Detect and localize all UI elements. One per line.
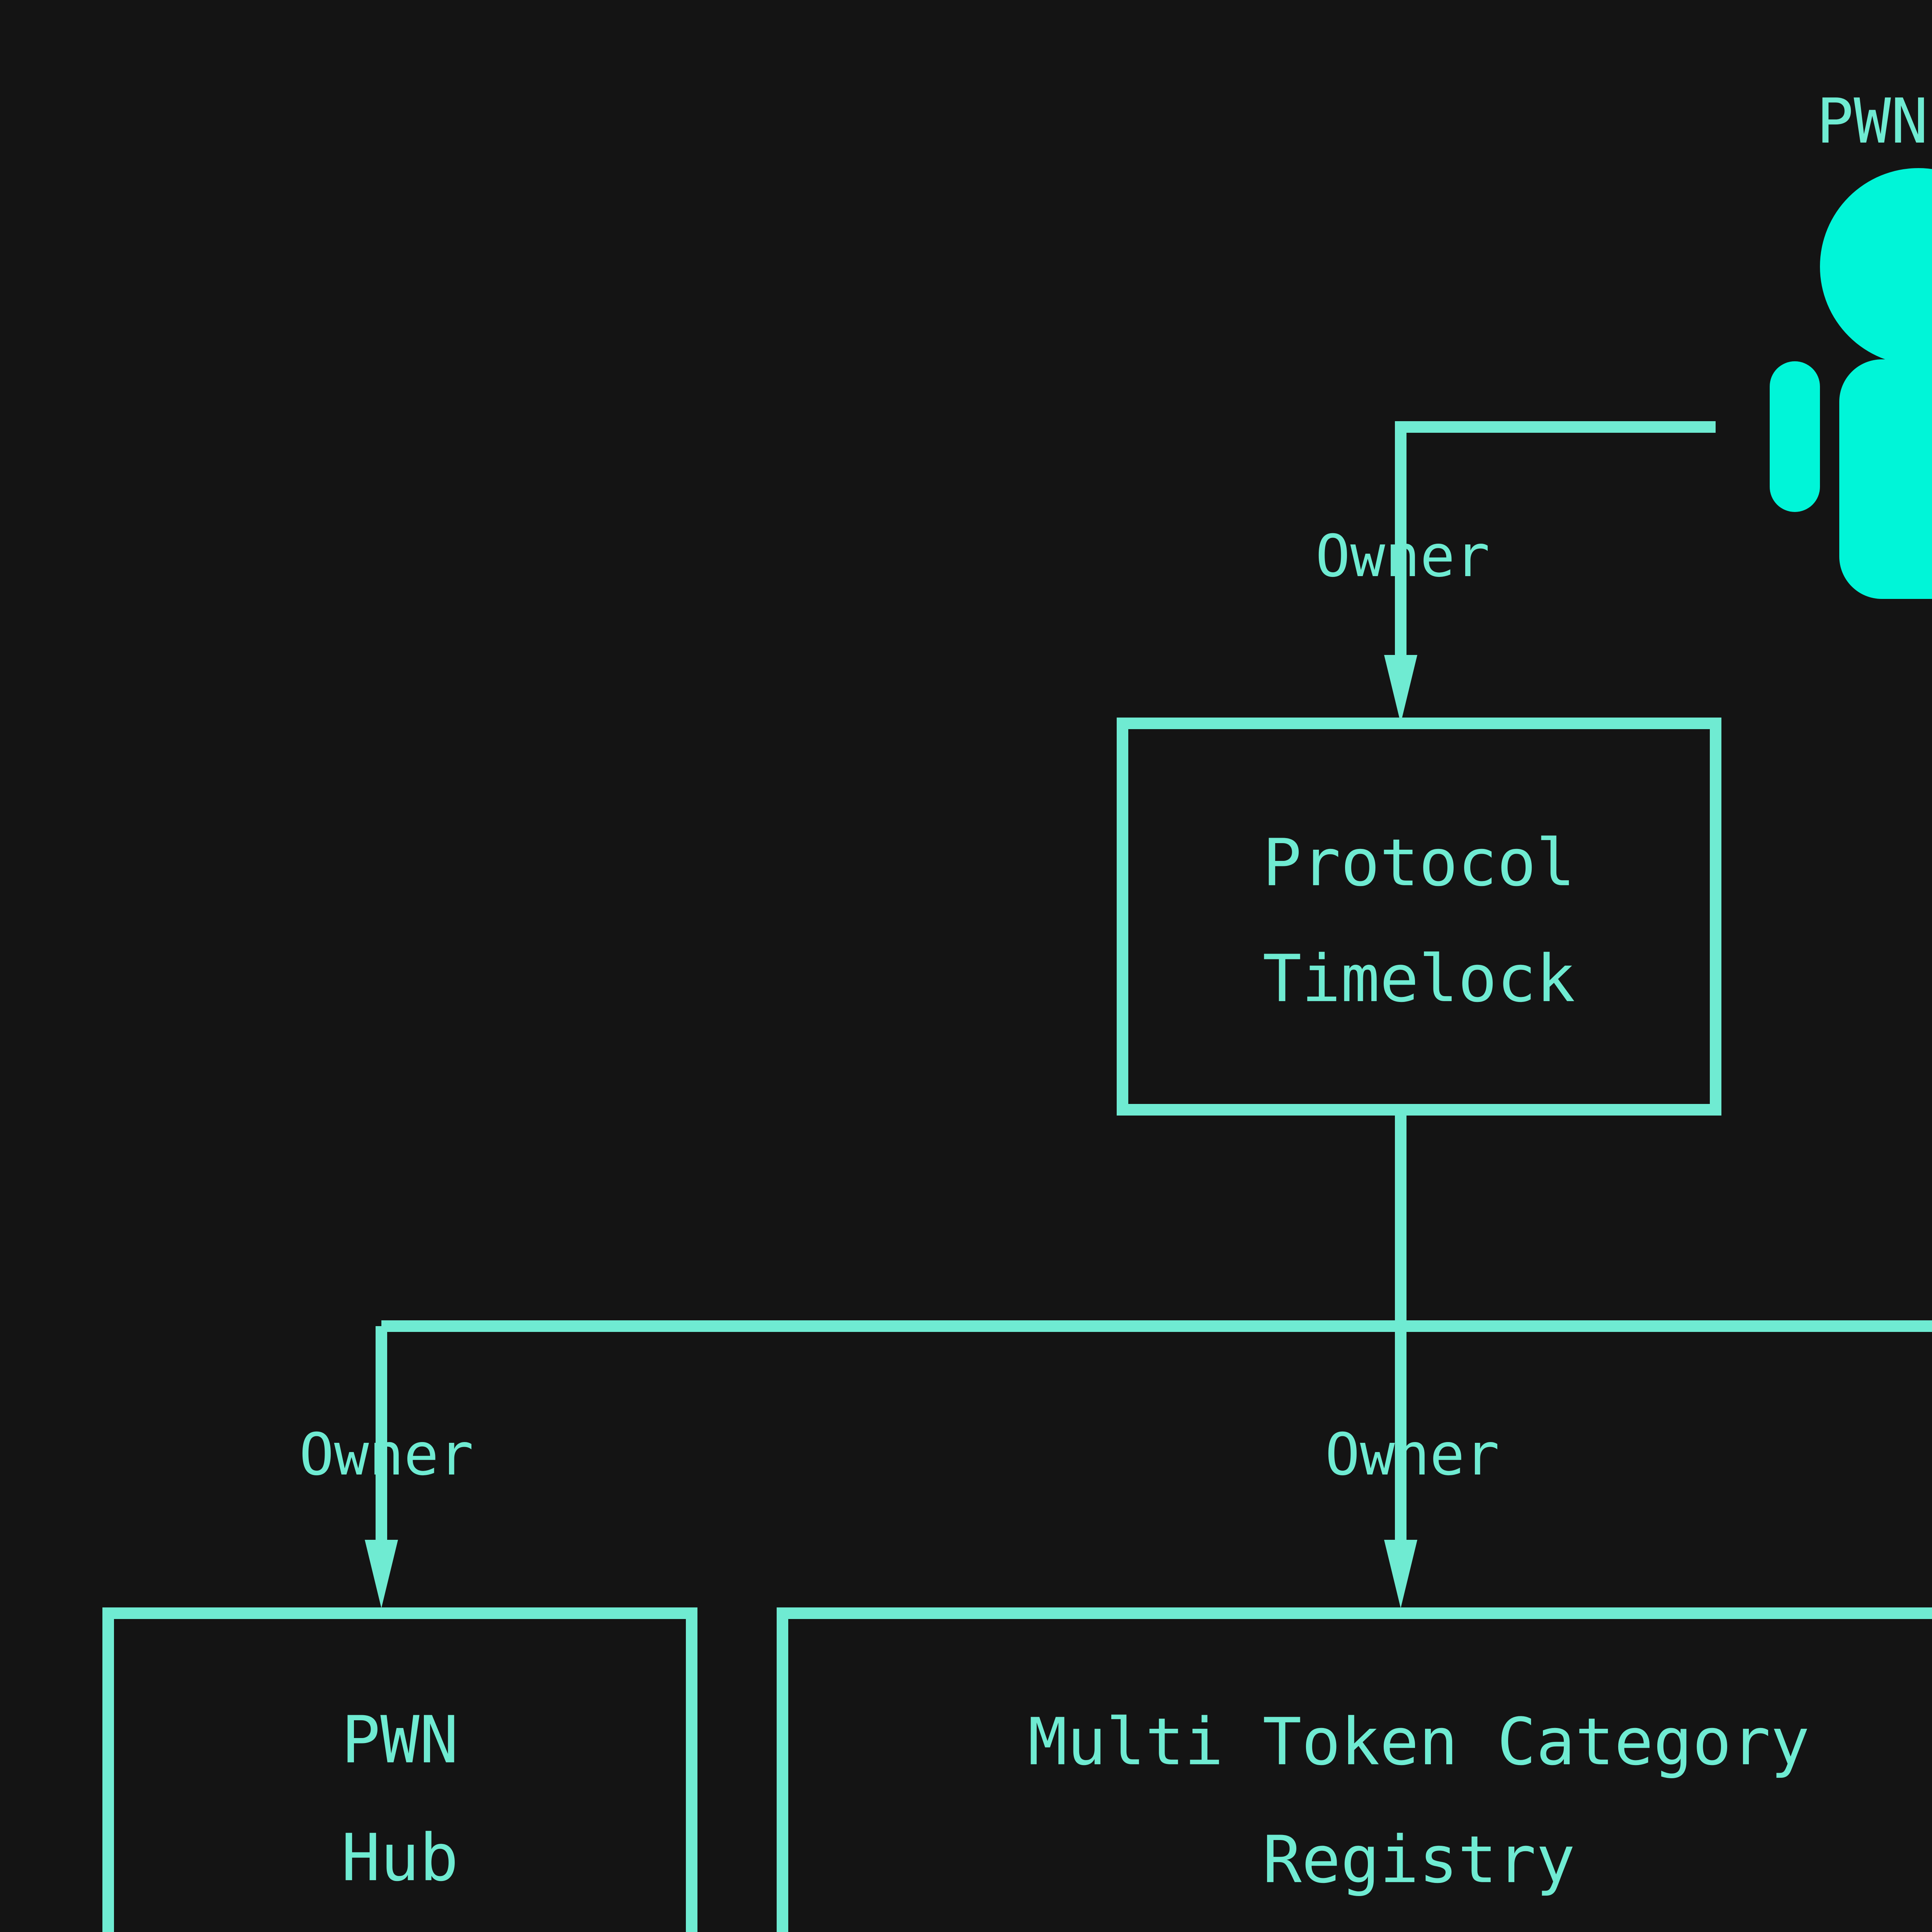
node-box-mtc-registry[interactable] bbox=[777, 1607, 1932, 1932]
person-icon bbox=[1770, 168, 1932, 599]
arrow-head-icon bbox=[365, 1540, 398, 1608]
edge-dao-to-protocol-timelock bbox=[1384, 421, 1716, 723]
node-label-mtc-registry-line2: Registry bbox=[1262, 1822, 1575, 1898]
person-left-arm-icon bbox=[1770, 361, 1820, 512]
arrow-head-icon bbox=[1384, 1540, 1417, 1608]
node-label-pwn-hub-line2: Hub bbox=[341, 1820, 458, 1896]
person-torso-icon bbox=[1839, 359, 1932, 599]
node-box-protocol-timelock[interactable] bbox=[1117, 718, 1721, 1116]
node-label-mtc-registry-line1: Multi Token Category bbox=[1028, 1704, 1810, 1780]
person-head-icon bbox=[1820, 168, 1932, 365]
arrow-head-icon bbox=[1384, 655, 1417, 723]
node-box-pwn-hub[interactable] bbox=[102, 1607, 697, 1932]
actor-title-pwndao: PWNDAO bbox=[1816, 85, 1932, 157]
node-label-pwn-hub-line1: PWN bbox=[341, 1702, 458, 1778]
edge-label-dao-protocol: Owner bbox=[1315, 523, 1490, 590]
node-label-protocol-timelock-line2: Timelock bbox=[1262, 941, 1575, 1017]
edge-line-dao-protocol bbox=[1395, 421, 1716, 657]
edge-label-protocol-pwn-hub: Owner bbox=[299, 1421, 474, 1488]
edge-protocol-timelock-bus bbox=[365, 1109, 1932, 1608]
edge-label-protocol-mtc-registry: Owner bbox=[1325, 1421, 1500, 1488]
node-label-protocol-timelock-line1: Protocol bbox=[1262, 825, 1575, 901]
